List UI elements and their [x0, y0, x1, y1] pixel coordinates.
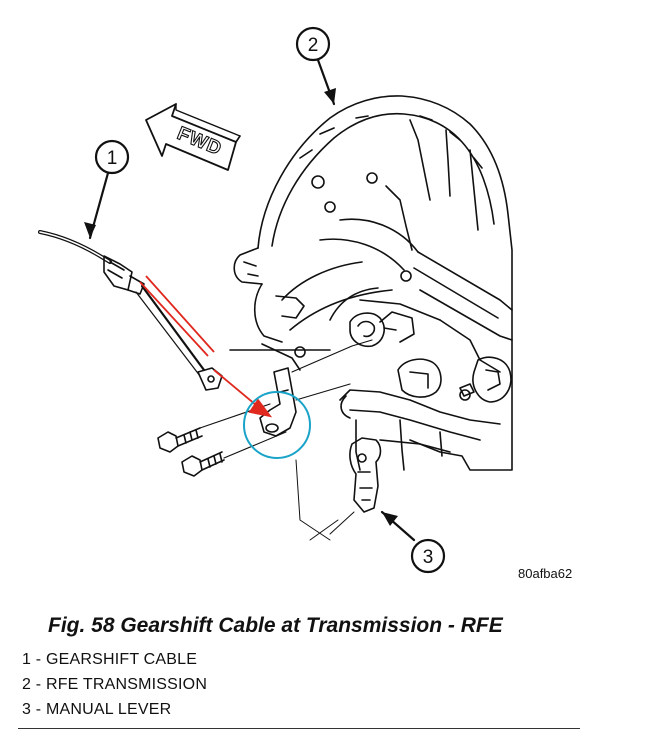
- bolt-lower: [181, 451, 225, 477]
- callout-1-number: 1: [107, 148, 118, 169]
- legend-label: MANUAL LEVER: [45, 701, 172, 718]
- legend-number: 3: [22, 701, 32, 718]
- callout-2: 2: [295, 26, 331, 62]
- legend-number: 1: [22, 651, 32, 668]
- fwd-arrow: [145, 103, 241, 171]
- legend-item-1: 1 - GEARSHIFT CABLE: [22, 651, 198, 668]
- legend-label: GEARSHIFT CABLE: [45, 651, 198, 668]
- figure-caption: Fig. 58 Gearshift Cable at Transmission …: [48, 614, 503, 637]
- callout-1: 1: [94, 139, 130, 175]
- red-routing-arrow: [139, 275, 273, 418]
- transmission-diagram: FWD 1 2 3: [38, 26, 513, 574]
- manual-lever-part: [349, 437, 382, 513]
- legend-item-2: 2 - RFE TRANSMISSION: [22, 676, 208, 693]
- bolt-upper: [157, 427, 203, 453]
- legend-label: RFE TRANSMISSION: [45, 676, 208, 693]
- highlight-circle: [243, 391, 311, 459]
- callout-3: 3: [410, 538, 446, 574]
- cable-bracket: [259, 367, 297, 437]
- legend-number: 2: [22, 676, 32, 693]
- gearshift-cable: [38, 230, 223, 391]
- rfe-transmission-housing: [229, 95, 513, 471]
- fwd-label: FWD: [174, 123, 225, 160]
- figure-code: 80afba62: [518, 566, 573, 581]
- legend-item-3: 3 - MANUAL LEVER: [22, 701, 172, 718]
- callout-3-number: 3: [423, 547, 434, 568]
- callout-2-number: 2: [308, 35, 319, 56]
- bottom-divider: [18, 728, 580, 729]
